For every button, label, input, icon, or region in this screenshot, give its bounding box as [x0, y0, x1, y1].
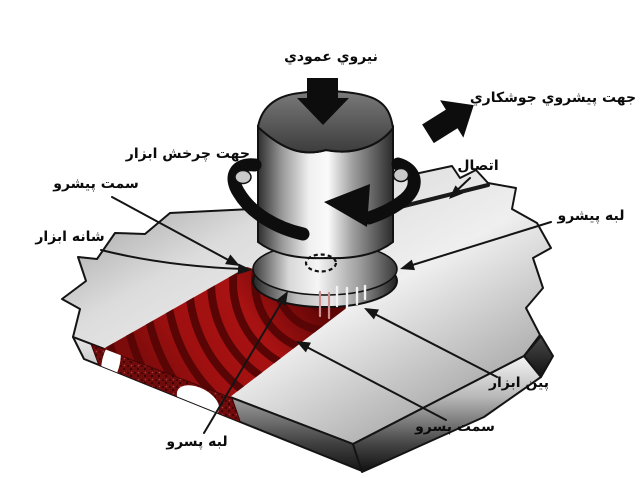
label-joint: اتصال	[457, 158, 499, 174]
leader-tool-pin	[364, 308, 498, 378]
label-tool-shoulder: شانه ابزار	[35, 229, 105, 245]
welding-direction-arrow	[422, 100, 474, 144]
leader-advancing-edge	[400, 221, 552, 271]
leader-lines	[100, 177, 552, 434]
rotation-curl-right	[392, 167, 410, 183]
leader-tool-shoulder	[100, 249, 252, 275]
label-tool-rotation: جهت چرخش ابزار	[125, 146, 250, 162]
leader-advancing-side	[111, 196, 240, 266]
label-advancing-edge: لبه پيشرو	[557, 208, 625, 224]
label-retreating-side: سمت پسرو	[415, 419, 495, 435]
leader-retreating-edge	[203, 291, 288, 434]
plate-front-right-face	[352, 355, 542, 473]
leader-joint	[449, 177, 471, 199]
tool-pin-dashed-circle	[304, 253, 338, 273]
tool-rotation-arrow	[227, 157, 421, 241]
label-tool-pin: پين ابزار	[488, 375, 550, 391]
label-advancing-side: سمت پيشرو	[53, 176, 139, 192]
rotation-curl-left	[234, 169, 252, 185]
vertical-force-arrow	[297, 78, 349, 125]
joint-seam-line	[394, 183, 490, 210]
material-drip-streaks	[318, 284, 367, 320]
label-welding-direction: جهت پيشروي جوشكاري	[469, 90, 637, 106]
leader-retreating-side	[296, 341, 447, 421]
label-retreating-edge: لبه پسرو	[166, 434, 228, 450]
plate-right-end-face	[523, 335, 554, 378]
label-vertical-force: نيروي عمودي	[284, 49, 378, 65]
